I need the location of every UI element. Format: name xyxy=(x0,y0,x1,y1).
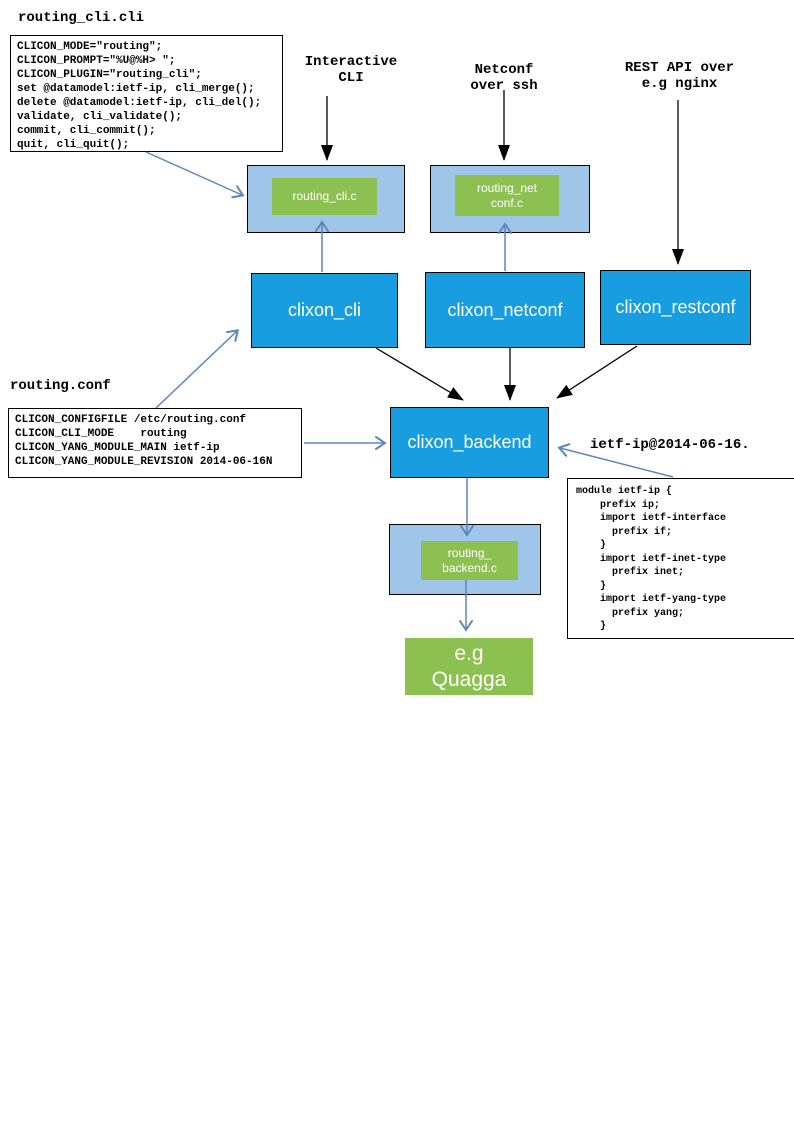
routing-cli-file-label: routing_cli.cli xyxy=(18,10,145,26)
netconf-over-ssh-label: Netconf over ssh xyxy=(470,62,538,94)
routing-cli-code-box: CLICON_MODE="routing"; CLICON_PROMPT="%U… xyxy=(10,35,283,152)
interactive-cli-label: Interactive CLI xyxy=(304,54,398,86)
clixon-backend-box: clixon_backend xyxy=(390,407,549,478)
netconf-plugin-container: routing_net conf.c xyxy=(430,165,590,233)
clixon-restconf-box: clixon_restconf xyxy=(600,270,751,345)
rest-api-label: REST API over e.g nginx xyxy=(624,60,735,92)
ietf-ip-file-label: ietf-ip@2014-06-16. xyxy=(590,437,750,453)
arrow-clifile-to-cliplugin xyxy=(145,151,245,199)
routing-netconf-c-box: routing_net conf.c xyxy=(455,175,559,216)
clixon-netconf-box: clixon_netconf xyxy=(425,272,585,348)
backend-plugin-container: routing_ backend.c xyxy=(389,524,541,595)
routing-conf-file-label: routing.conf xyxy=(10,378,111,394)
quagga-box: e.g Quagga xyxy=(405,638,533,695)
arrow-conf-to-clixoncli xyxy=(155,329,240,409)
routing-backend-c-box: routing_ backend.c xyxy=(421,541,518,580)
cli-plugin-container: routing_cli.c xyxy=(247,165,405,233)
clixon-cli-box: clixon_cli xyxy=(251,273,398,348)
routing-cli-c-box: routing_cli.c xyxy=(272,178,377,215)
arrow-restconf-to-backend xyxy=(556,345,638,399)
routing-conf-code-box: CLICON_CONFIGFILE /etc/routing.conf CLIC… xyxy=(8,408,302,478)
ietf-ip-yang-code-box: module ietf-ip { prefix ip; import ietf-… xyxy=(567,478,794,639)
arrow-cli-to-backend xyxy=(375,347,464,401)
